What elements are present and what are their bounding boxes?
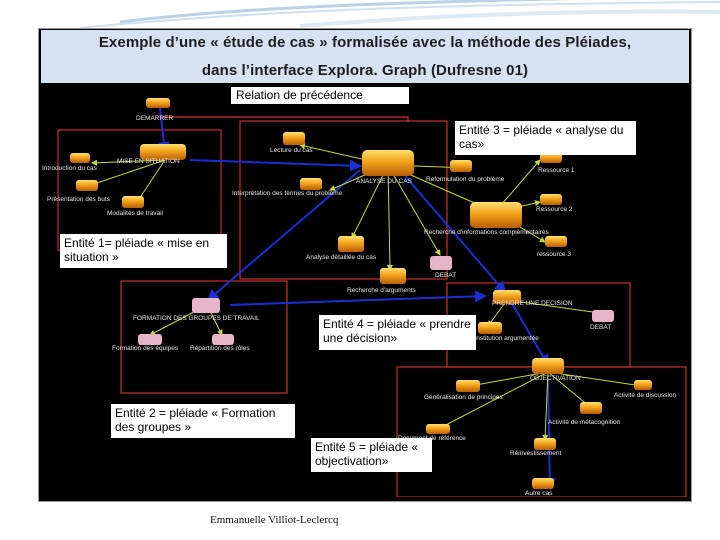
- node-mise-en-situation[interactable]: [140, 144, 186, 160]
- node-introduction[interactable]: [70, 153, 90, 163]
- node-reformulation[interactable]: [450, 160, 472, 172]
- callout-entite-1: Entité 1= pléiade « mise en situation »: [60, 234, 227, 268]
- node-label-debat-2: DEBAT: [590, 324, 611, 331]
- node-label-reinvestissement: Réinvestissement: [510, 450, 561, 457]
- title-bar: Exemple d’une « étude de cas » formalisé…: [41, 30, 689, 83]
- node-interpretation[interactable]: [300, 178, 322, 190]
- author-footer: Emmanuelle Villiot-Leclercq: [210, 514, 339, 526]
- node-label-objectivation: OBJECTIVATION: [530, 375, 581, 382]
- node-analyse-du-cas[interactable]: [362, 150, 414, 176]
- node-activite-metacognition[interactable]: [580, 402, 602, 414]
- node-label-introduction: Introduction du cas: [42, 165, 98, 172]
- node-label-modalites: Modalités de travail: [107, 210, 164, 217]
- node-label-recherche-infos: Recherche d'informations complémentaires: [424, 229, 550, 236]
- node-label-activite-metacognition: Activité de métacognition: [548, 419, 621, 426]
- node-presentation-buts[interactable]: [76, 180, 98, 191]
- node-label-reformulation: Reformulation du problème: [426, 176, 505, 183]
- node-activite-discussion[interactable]: [634, 380, 652, 390]
- node-debat-1[interactable]: [430, 256, 452, 270]
- callout-entite-4: Entité 4 = pléiade « prendre une décisio…: [319, 315, 476, 350]
- exploragraph-canvas: DEMARRER MISE EN SITUATION Introduction …: [42, 98, 687, 497]
- node-label-recherche-arguments: Recherche d'arguments: [347, 287, 417, 294]
- callout-entite-3: Entité 3 = pléiade « analyse du cas»: [455, 121, 636, 155]
- precedence-relation-line: [159, 107, 409, 122]
- node-analyse-detaillee[interactable]: [338, 236, 364, 252]
- node-label-ressource-3: ressource 3: [537, 251, 571, 258]
- node-label-repartition-roles: Répartition des rôles: [190, 345, 250, 352]
- callout-entite-5: Entité 5 = pléiade « objectivation»: [311, 438, 432, 472]
- node-label-prendre-decision: PRENDRE UNE DECISION: [492, 300, 573, 307]
- node-ressource-2[interactable]: [540, 194, 562, 205]
- node-label-generalisation: Généralisation de principes: [424, 394, 504, 401]
- slide-decoration: [79, 0, 720, 29]
- node-ressource-1[interactable]: [540, 153, 562, 163]
- node-label-presentation-buts: Présentation des buts: [47, 196, 111, 203]
- selected-nodes: [138, 256, 614, 345]
- slide-title-line-1: Exemple d’une « étude de cas » formalisé…: [98, 34, 632, 51]
- node-prendre-decision[interactable]: [493, 290, 521, 304]
- node-modalites[interactable]: [122, 196, 144, 208]
- node-label-analyse-du-cas: ANALYSE DU CAS: [356, 178, 413, 185]
- node-label-demarrer: DEMARRER: [136, 115, 174, 122]
- node-label-ressource-2: Ressource 2: [536, 206, 573, 213]
- node-formation-equipes[interactable]: [138, 334, 162, 345]
- node-label-formation-equipes: Formation des équipes: [112, 345, 179, 352]
- node-formation-groupes[interactable]: [192, 298, 220, 313]
- slide-title-line-2: dans l’interface Explora. Graph (Dufresn…: [201, 62, 529, 79]
- node-reinvestissement[interactable]: [534, 438, 556, 450]
- node-ressource-3[interactable]: [545, 236, 567, 247]
- node-demarrer[interactable]: [146, 98, 170, 108]
- node-label-interpretation: Interprétation des termes du problème: [232, 190, 343, 197]
- node-label-mise-en-situation: MISE EN SITUATION: [117, 158, 180, 165]
- node-generalisation[interactable]: [456, 380, 480, 392]
- node-repartition-roles[interactable]: [212, 334, 234, 345]
- node-label-autre-cas: Autre cas: [525, 490, 553, 497]
- node-constitution[interactable]: [478, 322, 502, 334]
- node-recherche-arguments[interactable]: [380, 268, 406, 284]
- node-label-analyse-detaillee: Analyse détaillée du cas: [306, 254, 377, 261]
- node-document-reference[interactable]: [426, 424, 450, 434]
- node-autre-cas[interactable]: [532, 478, 554, 489]
- precedence-relation-label: Relation de précédence: [231, 87, 409, 104]
- node-label-activite-discussion: Activité de discussion: [614, 392, 677, 399]
- node-label-lecture: Lecture du cas: [270, 147, 313, 154]
- node-label-debat-1: DEBAT: [435, 272, 456, 279]
- callout-entite-2: Entité 2 = pléiade « Formation des group…: [111, 404, 295, 438]
- activity-nodes: [70, 98, 652, 489]
- node-label-document-reference: Document de référence: [398, 435, 466, 442]
- node-recherche-infos[interactable]: [470, 202, 522, 228]
- node-objectivation[interactable]: [532, 358, 564, 374]
- precedence-edges: [157, 107, 556, 490]
- node-label-ressource-1: Ressource 1: [538, 167, 575, 174]
- node-lecture[interactable]: [283, 132, 305, 145]
- node-debat-2[interactable]: [592, 310, 614, 322]
- node-label-formation-groupes: FORMATION DES GROUPES DE TRAVAIL: [133, 315, 260, 322]
- node-label-constitution: Constitution argumentée: [468, 335, 539, 342]
